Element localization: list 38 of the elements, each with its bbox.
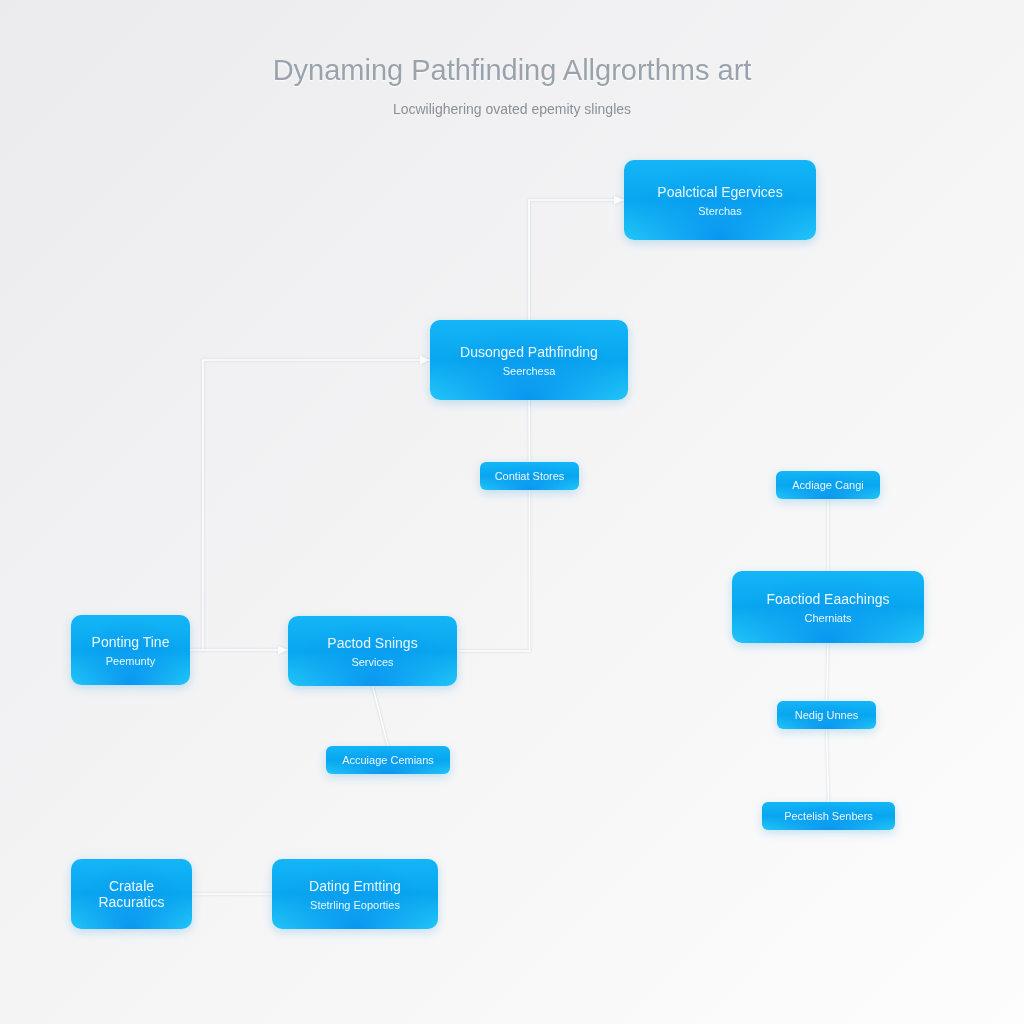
node-title: Dusonged Pathfinding bbox=[460, 343, 598, 360]
tag-box bbox=[480, 462, 579, 490]
process-box bbox=[430, 320, 628, 400]
arrow bbox=[189, 645, 289, 655]
arrow bbox=[528, 195, 625, 321]
node-subtitle: Seerchesa bbox=[502, 364, 556, 377]
node-title: Accuiage Cemians bbox=[342, 754, 434, 766]
process-box bbox=[71, 859, 192, 929]
node-title: Nedig Unnes bbox=[794, 709, 859, 721]
tag-box bbox=[326, 746, 450, 774]
process-box bbox=[71, 615, 190, 685]
node-title: Pactod Snings bbox=[327, 634, 418, 651]
diagram-title: Dynaming Pathfinding Allgrorthms art bbox=[271, 54, 753, 87]
tag-box bbox=[762, 802, 895, 830]
node-title: Cratale Racuratics bbox=[97, 878, 166, 910]
node-subtitle: Cherniats bbox=[804, 611, 852, 624]
tag-box bbox=[776, 471, 880, 499]
diagram-subtitle: Locwilighering ovated epemity slingles bbox=[391, 101, 633, 117]
process-box bbox=[732, 571, 924, 643]
connector-line bbox=[371, 685, 389, 747]
process-box bbox=[272, 859, 438, 929]
node-subtitle: Stetrling Eoporties bbox=[310, 898, 400, 911]
node-title: Poalctical Egervices bbox=[657, 183, 783, 200]
connector-line bbox=[825, 728, 830, 803]
node-title: Pectelish Senbers bbox=[784, 810, 873, 822]
process-box bbox=[288, 616, 457, 686]
connector-line bbox=[456, 489, 531, 652]
node-title: Ponting Tine bbox=[91, 633, 170, 650]
node-title: Contiat Stores bbox=[494, 470, 565, 482]
process-box bbox=[624, 160, 816, 240]
node-subtitle: Peemunty bbox=[105, 654, 156, 667]
tag-box bbox=[777, 701, 876, 729]
node-title: Dating Emtting bbox=[309, 877, 401, 894]
node-subtitle: Sterchas bbox=[698, 204, 742, 217]
node-title: Acdiage Cangi bbox=[792, 479, 864, 491]
node-subtitle: Services bbox=[351, 655, 394, 668]
node-title: Foactiod Eaachings bbox=[766, 590, 890, 607]
arrow bbox=[202, 355, 431, 652]
